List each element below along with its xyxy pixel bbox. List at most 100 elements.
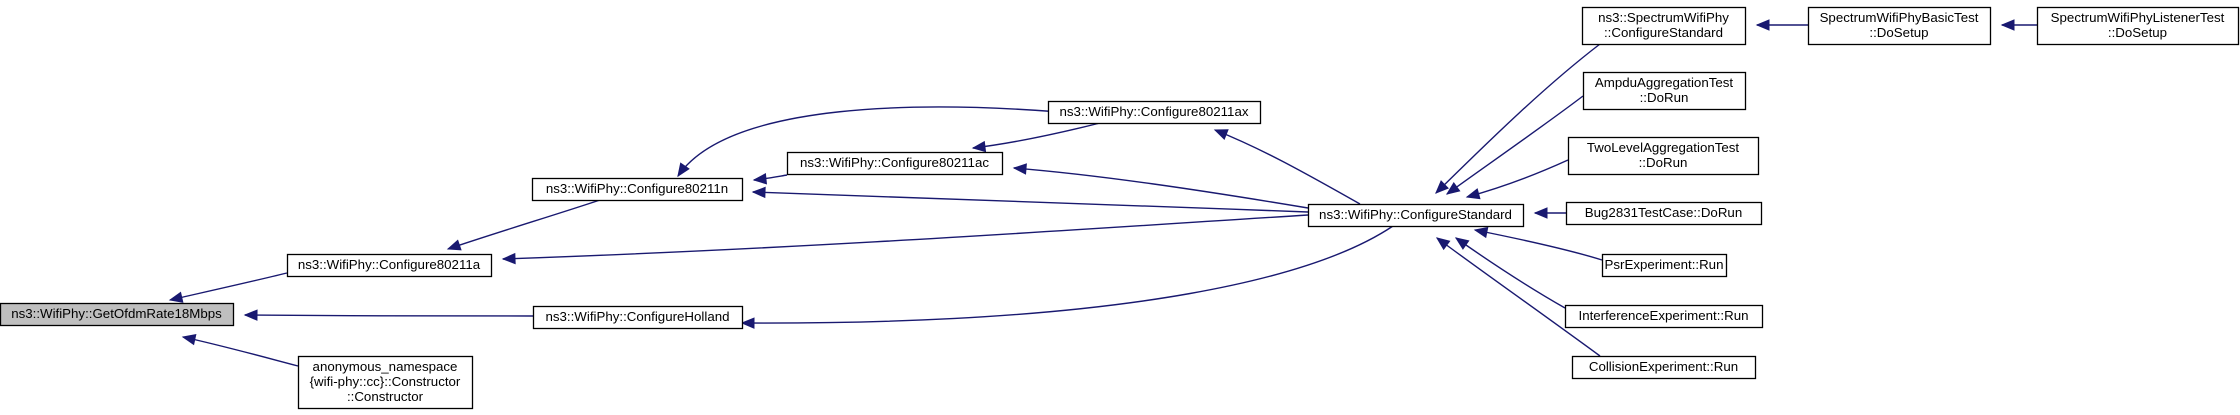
node-box <box>1581 6 1747 46</box>
node-box <box>297 355 474 410</box>
edge-line <box>1455 237 1566 309</box>
node-label: CollisionExperiment::Run <box>1589 359 1738 374</box>
edge-n2-n0 <box>243 309 534 321</box>
node-box <box>1564 304 1764 329</box>
edge-arrowhead <box>446 239 462 251</box>
node-box <box>0 302 235 327</box>
edge-n13-n5 <box>1454 237 1566 309</box>
edge-n3-n0 <box>181 334 299 367</box>
node-label: ns3::WifiPhy::Configure80211ac <box>800 155 989 170</box>
edge-n14-n5 <box>1435 237 1601 357</box>
edge-arrowhead <box>1435 237 1451 251</box>
node-box <box>286 253 493 278</box>
graph-node-n5[interactable]: ns3::WifiPhy::ConfigureStandard <box>1307 203 1525 228</box>
node-box <box>1571 355 1757 380</box>
node-label: AmpduAggregationTest <box>1595 75 1734 90</box>
node-box <box>531 177 744 202</box>
node-label: ::DoSetup <box>1869 25 1928 40</box>
edge-arrowhead <box>677 162 690 178</box>
node-label: TwoLevelAggregationTest <box>1587 140 1740 155</box>
edge-n5-n6 <box>1012 163 1309 209</box>
graph-node-n0[interactable]: ns3::WifiPhy::GetOfdmRate18Mbps <box>0 302 235 327</box>
edge-n1-n0 <box>168 272 288 303</box>
node-label: ns3::WifiPhy::ConfigureHolland <box>545 309 729 324</box>
node-box <box>2036 6 2240 46</box>
edge-line <box>502 214 1309 260</box>
edge-n5-n4 <box>751 186 1309 213</box>
edge-arrowhead <box>243 309 258 321</box>
edge-n7-n6 <box>971 122 1101 153</box>
graph-node-n3[interactable]: anonymous_namespace{wifi-phy::cc}::Const… <box>297 355 474 410</box>
edge-n11-n5 <box>1533 207 1566 219</box>
edges-layer <box>168 19 2037 367</box>
node-label: PsrExperiment::Run <box>1605 257 1724 272</box>
graph-node-n4[interactable]: ns3::WifiPhy::Configure80211n <box>531 177 744 202</box>
edge-arrowhead <box>181 334 197 346</box>
edge-line <box>1013 167 1309 209</box>
graph-node-n12[interactable]: PsrExperiment::Run <box>1601 253 1728 278</box>
edge-arrowhead <box>752 173 768 185</box>
graph-node-n16[interactable]: SpectrumWifiPhyListenerTest::DoSetup <box>2036 6 2240 46</box>
graph-node-n7[interactable]: ns3::WifiPhy::Configure80211ax <box>1047 100 1262 125</box>
edge-arrowhead <box>2000 19 2015 31</box>
edge-line <box>182 336 299 367</box>
node-label: SpectrumWifiPhyListenerTest <box>2051 10 2225 25</box>
node-label: ::ConfigureStandard <box>1604 25 1723 40</box>
graph-node-n1[interactable]: ns3::WifiPhy::Configure80211a <box>286 253 493 278</box>
edge-n16-n15 <box>2000 19 2037 31</box>
edge-n7-n4 <box>677 106 1061 178</box>
edge-n5-n2 <box>740 225 1394 329</box>
graph-node-n8[interactable]: ns3::SpectrumWifiPhy::ConfigureStandard <box>1581 6 1747 46</box>
edge-arrowhead <box>1465 188 1481 200</box>
edge-line <box>752 191 1309 213</box>
edge-arrowhead <box>1445 181 1461 195</box>
graph-node-n14[interactable]: CollisionExperiment::Run <box>1571 355 1757 380</box>
node-label: ns3::WifiPhy::Configure80211ax <box>1060 104 1249 119</box>
edge-arrowhead <box>1213 129 1229 140</box>
node-box <box>786 151 1004 176</box>
node-label: ::DoSetup <box>2108 25 2167 40</box>
node-label: SpectrumWifiPhyBasicTest <box>1820 10 1979 25</box>
node-box <box>1601 253 1728 278</box>
edge-n5-n1 <box>501 214 1309 265</box>
graph-node-n10[interactable]: TwoLevelAggregationTest::DoRun <box>1567 136 1760 176</box>
edge-arrowhead <box>971 140 987 153</box>
edge-n8-n5 <box>1435 43 1601 194</box>
graph-node-n9[interactable]: AmpduAggregationTest::DoRun <box>1582 71 1747 111</box>
graph-node-n2[interactable]: ns3::WifiPhy::ConfigureHolland <box>532 305 744 330</box>
edge-line <box>1436 237 1601 357</box>
node-box <box>1307 203 1525 228</box>
edge-n15-n8 <box>1755 19 1808 31</box>
graph-node-n11[interactable]: Bug2831TestCase::DoRun <box>1565 201 1763 226</box>
node-label: ns3::WifiPhy::Configure80211a <box>298 257 481 272</box>
edge-arrowhead <box>1435 180 1449 194</box>
edge-line <box>1214 129 1361 205</box>
edge-line <box>447 199 601 250</box>
edge-n10-n5 <box>1465 159 1569 200</box>
node-label: Bug2831TestCase::DoRun <box>1585 205 1742 220</box>
graph-node-n13[interactable]: InterferenceExperiment::Run <box>1564 304 1764 329</box>
node-label: ::DoRun <box>1639 155 1688 170</box>
node-label: InterferenceExperiment::Run <box>1579 308 1749 323</box>
edge-arrowhead <box>751 186 766 199</box>
edge-n6-n4 <box>752 173 788 185</box>
edge-arrowhead <box>1473 226 1489 239</box>
edge-arrowhead <box>740 317 755 329</box>
edge-line <box>1466 159 1569 198</box>
edge-arrowhead <box>168 291 184 303</box>
edge-line <box>677 106 1061 177</box>
edge-line <box>972 122 1101 149</box>
edge-arrowhead <box>501 252 516 265</box>
edge-arrowhead <box>1012 163 1027 175</box>
node-box <box>1582 71 1747 111</box>
graph-node-n15[interactable]: SpectrumWifiPhyBasicTest::DoSetup <box>1807 6 1992 46</box>
graph-node-n6[interactable]: ns3::WifiPhy::Configure80211ac <box>786 151 1004 176</box>
edge-line <box>1435 43 1601 194</box>
node-label: ns3::WifiPhy::Configure80211n <box>546 181 728 196</box>
edge-n9-n5 <box>1445 95 1584 195</box>
edge-arrowhead <box>1454 237 1470 250</box>
node-box <box>1567 136 1760 176</box>
edge-line <box>1446 95 1584 195</box>
